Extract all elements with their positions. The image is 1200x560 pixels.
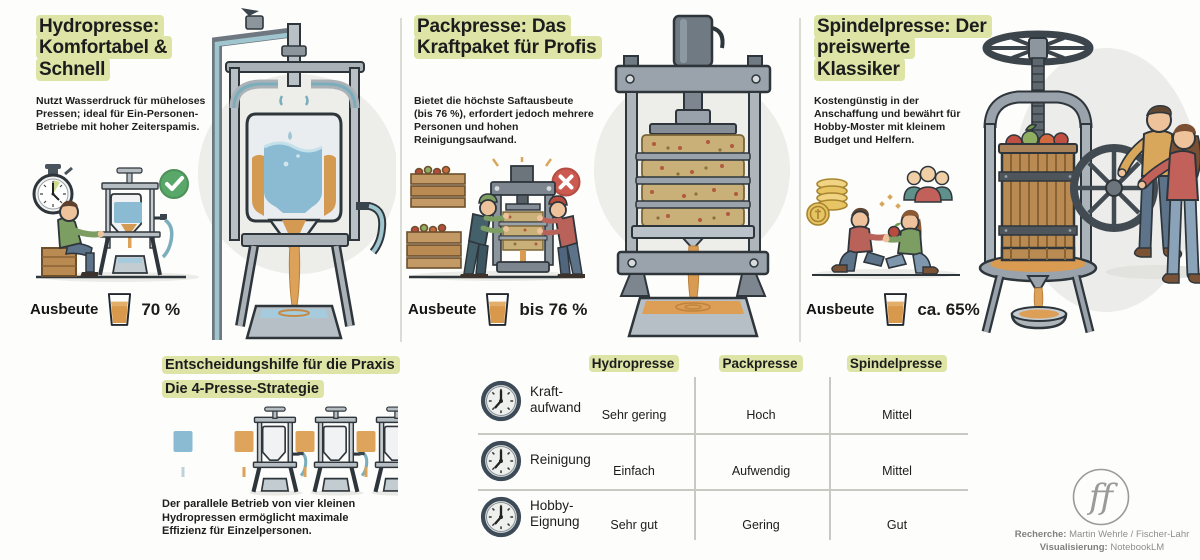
juice-glass-icon	[106, 292, 133, 327]
strategy-description: Der parallele Betrieb von vier kleinen H…	[162, 498, 356, 538]
yield-row-spindelpresse: Ausbeute ca. 65%	[806, 292, 980, 327]
apple-crate-icon	[410, 165, 466, 208]
hydropresse-scene-illustration	[32, 164, 199, 282]
page-title: Packpresse: Das Kraftpaket für Profis	[414, 15, 602, 60]
comparison-table: Hydropresse Packpresse Spindelpresse Kra…	[478, 355, 974, 546]
spindelpresse-scene-illustration	[806, 165, 960, 279]
table-cell: Gering	[742, 518, 780, 532]
small-hydropress	[98, 167, 174, 276]
worker-figure	[459, 193, 509, 278]
table-col-header-hydropresse: Hydropresse	[569, 355, 699, 372]
yield-row-hydropresse: Ausbeute 70 %	[30, 292, 180, 327]
spindelpresse-press-illustration	[978, 30, 1200, 334]
strategy-title-line1: Entscheidungshilfe für die Praxis	[162, 356, 400, 374]
table-grid-line	[694, 377, 696, 540]
table-col-header-spindelpresse: Spindelpresse	[832, 355, 962, 372]
four-press-strategy-illustration	[173, 404, 398, 496]
clock-icon	[480, 496, 522, 538]
brand-logo: ff	[1072, 468, 1130, 526]
yield-value: 70 %	[141, 299, 181, 319]
credits: Recherche: Martin Wehrle / Fischer-Lahr …	[1002, 529, 1200, 555]
clock-icon	[480, 440, 522, 482]
strategy-title-line2: Die 4-Presse-Strategie	[162, 380, 324, 399]
apple-crate-icon	[406, 223, 462, 269]
panel-description-hydropresse: Nutzt Wasserdruck für müheloses Pressen;…	[36, 95, 206, 134]
packpresse-press-illustration	[594, 14, 790, 338]
kneeling-person-figure	[882, 209, 939, 275]
hydropresse-press-illustration	[198, 8, 396, 340]
strategy-title: Entscheidungshilfe für die Praxis Die 4-…	[162, 355, 400, 400]
people-group-icon	[903, 165, 953, 203]
panel-title-spindelpresse: Spindelpresse: Der preiswerte Klassiker	[814, 15, 996, 81]
sparkle-icon	[879, 194, 901, 209]
table-row-label: Hobby-Eignung	[530, 498, 580, 529]
yield-value: bis 76 %	[519, 299, 588, 319]
worker-figure	[537, 195, 585, 278]
man-figure	[1117, 105, 1183, 258]
pack-press	[490, 157, 556, 273]
table-cell: Aufwendig	[731, 464, 791, 478]
yield-label: Ausbeute	[408, 301, 477, 318]
packpresse-scene-illustration	[406, 157, 585, 281]
panel-description-spindelpresse: Kostengünstig in der Anschaffung und bew…	[814, 95, 961, 147]
table-cell: Mittel	[882, 408, 912, 422]
page-title: Spindelpresse: Der preiswerte Klassiker	[814, 15, 992, 81]
x-icon	[551, 167, 581, 197]
stopwatch-icon	[32, 164, 74, 215]
faucet-icon	[241, 8, 264, 30]
table-grid-line	[478, 433, 968, 435]
worker-figure	[41, 200, 105, 277]
panel-divider-2	[799, 18, 801, 342]
panel-description-packpresse: Bietet die höchste Saftausbeute (bis 76 …	[414, 95, 594, 147]
yield-label: Ausbeute	[806, 301, 875, 318]
table-cell: Gut	[886, 518, 908, 532]
yield-row-packpresse: Ausbeute bis 76 %	[408, 292, 587, 327]
panel-divider-1	[400, 18, 402, 342]
table-row-label: Reinigung	[530, 452, 591, 467]
table-cell: Sehr gut	[610, 518, 658, 532]
table-cell: Einfach	[613, 464, 655, 478]
woman-figure	[1137, 123, 1200, 284]
coins-icon	[806, 178, 848, 226]
table-cell: Mittel	[882, 464, 912, 478]
table-grid-line	[829, 377, 831, 540]
table-col-header-packpresse: Packpresse	[696, 355, 826, 372]
juice-glass-icon	[484, 292, 511, 327]
juice-glass-icon	[882, 292, 909, 327]
credits-line-visualisierung: Visualisierung: NotebookLM	[1039, 541, 1165, 553]
table-cell: Hoch	[746, 408, 776, 422]
credits-line-recherche: Recherche: Martin Wehrle / Fischer-Lahr	[1014, 529, 1190, 540]
yield-value: ca. 65%	[917, 299, 980, 319]
check-icon	[159, 169, 189, 199]
page-title: Hydropresse: Komfortabel & Schnell	[36, 15, 173, 81]
table-cell: Sehr gering	[601, 408, 667, 422]
panel-title-hydropresse: Hydropresse: Komfortabel & Schnell	[36, 15, 218, 81]
yield-label: Ausbeute	[30, 301, 99, 318]
svg-text:ff: ff	[1086, 477, 1118, 517]
table-row-label: Kraft-aufwand	[530, 384, 582, 415]
clock-icon	[480, 380, 522, 422]
table-grid-line	[478, 489, 968, 491]
panel-title-packpresse: Packpresse: Das Kraftpaket für Profis	[414, 15, 609, 60]
